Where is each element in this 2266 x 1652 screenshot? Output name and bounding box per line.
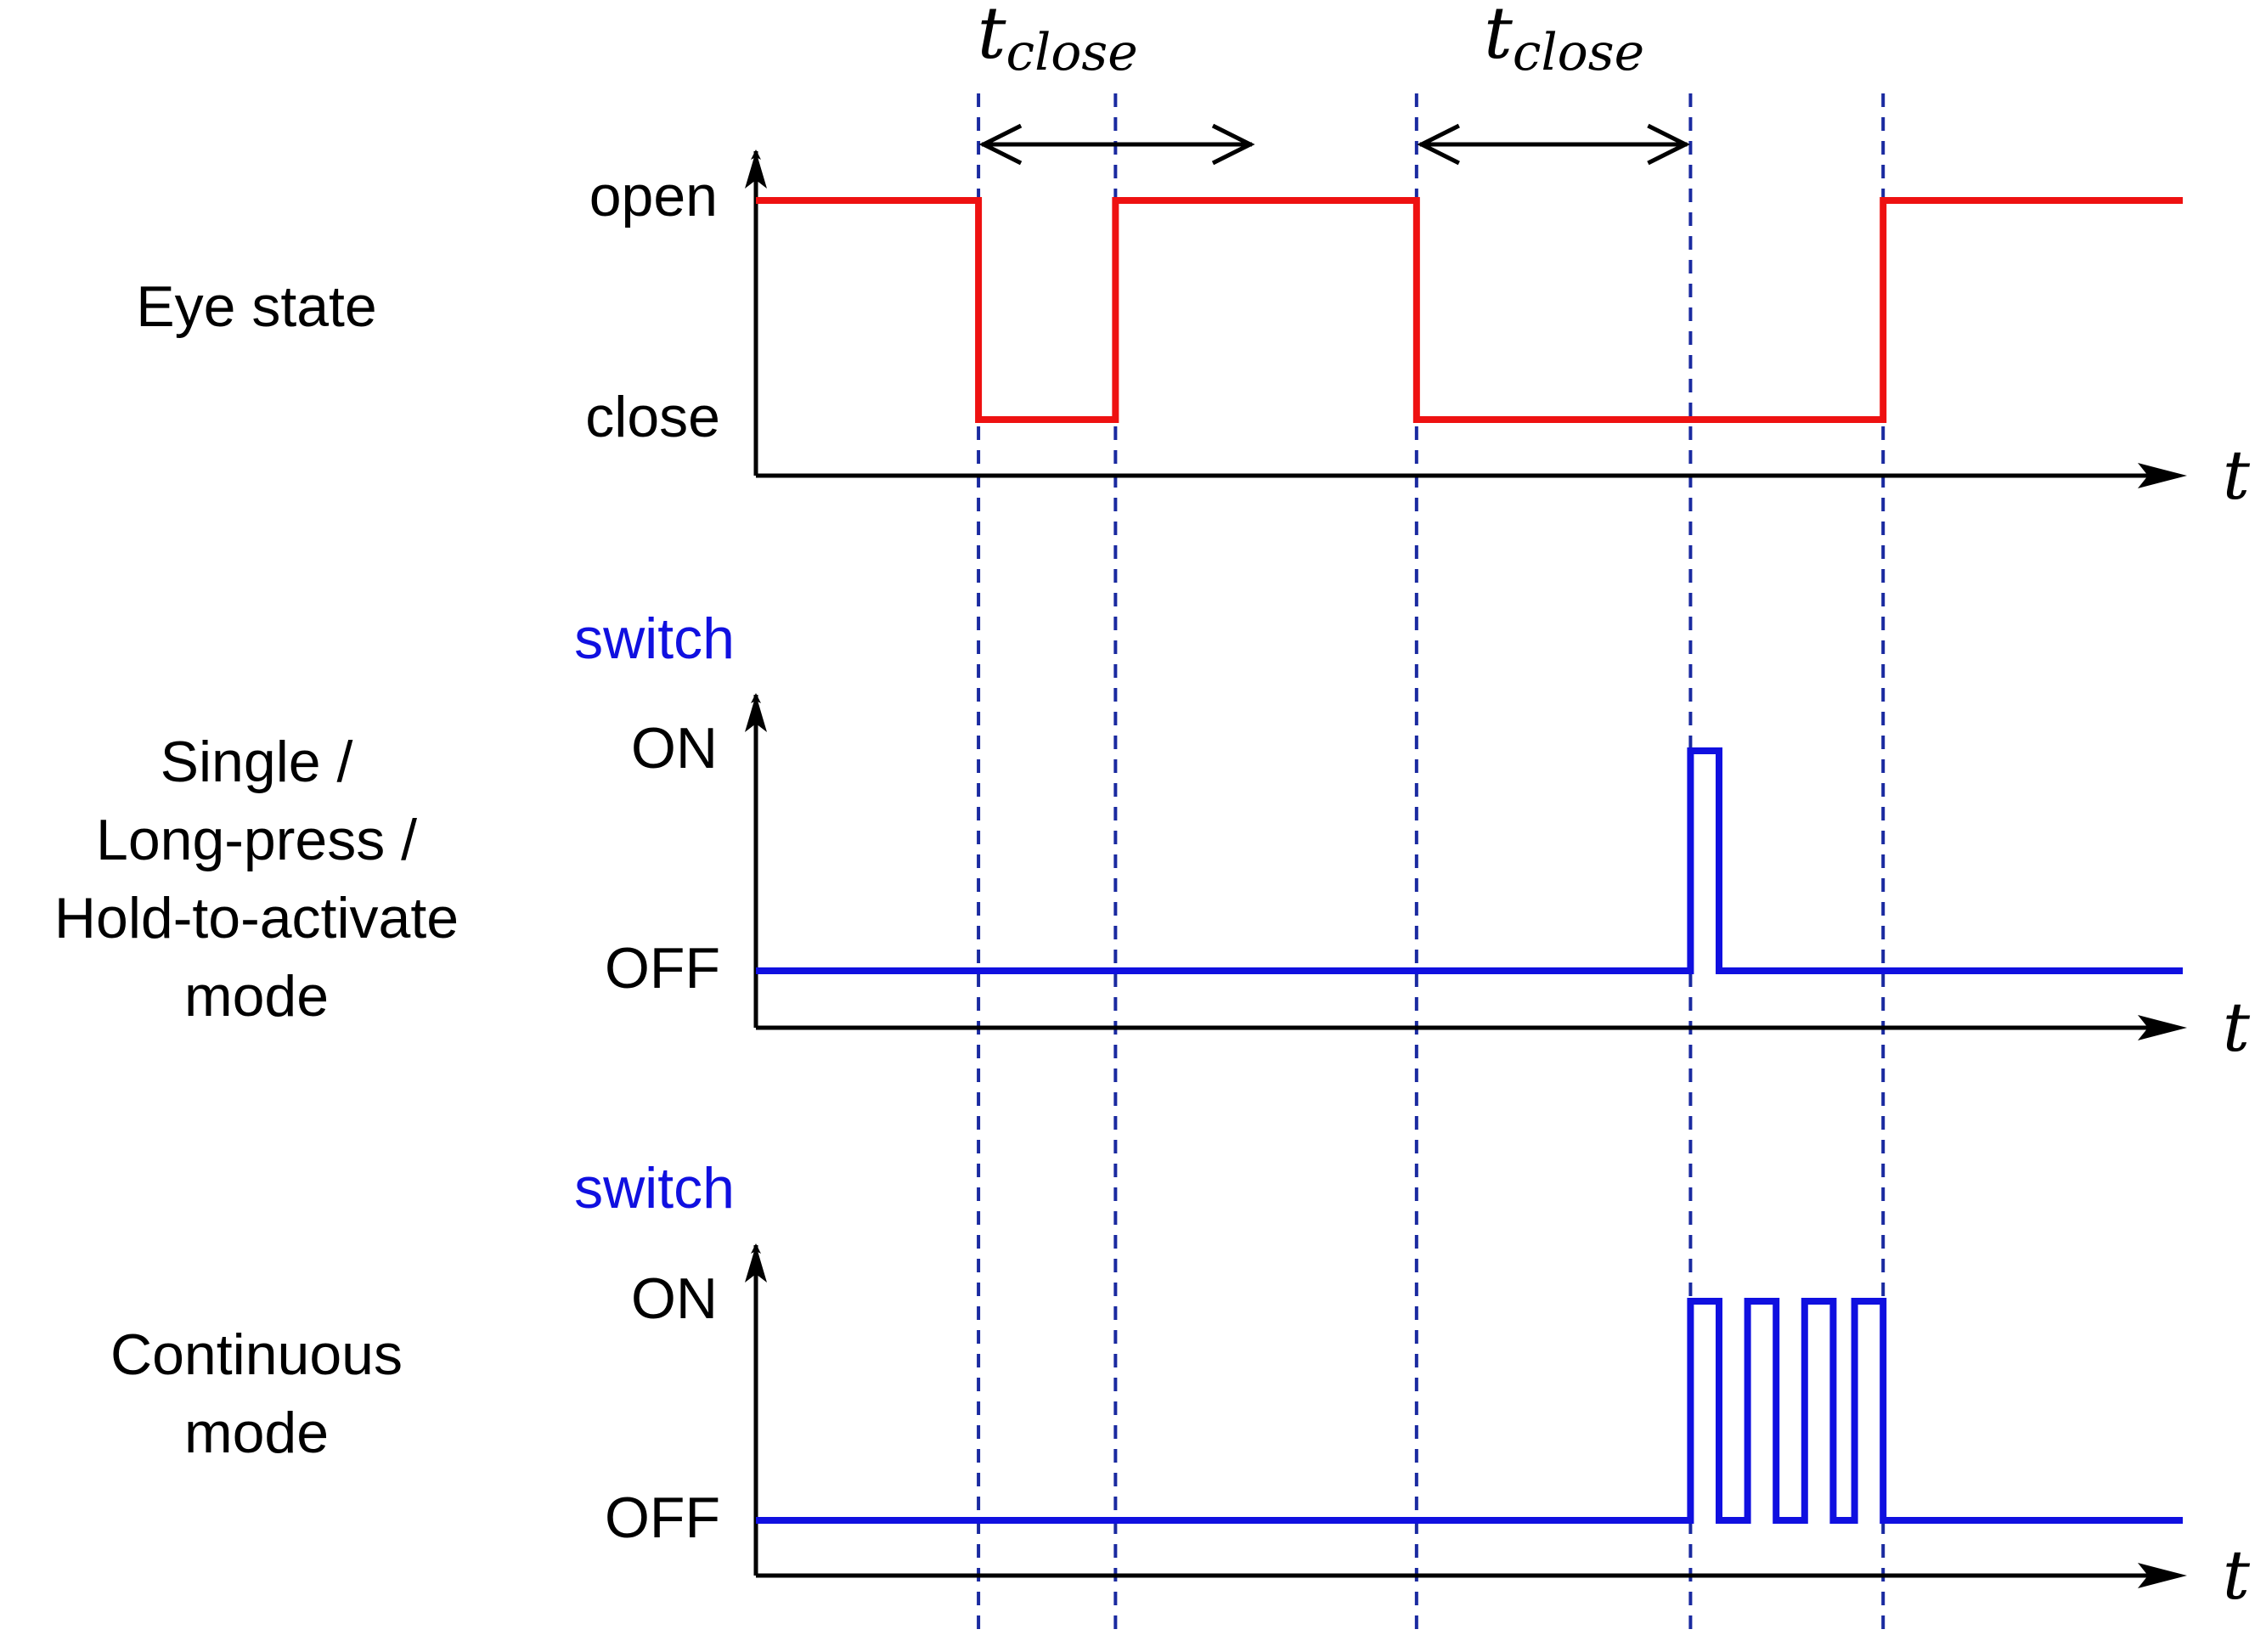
row-label-line: Single / [161, 730, 353, 794]
row-label-line: mode [184, 964, 329, 1029]
high-level-label: ON [631, 716, 718, 781]
interval-label-subscript: close [1513, 23, 1644, 82]
interval-arrowhead-left [1417, 123, 1460, 166]
high-level-label: ON [631, 1266, 718, 1331]
low-level-label: OFF [605, 1486, 720, 1550]
time-axis-label: t [2223, 436, 2251, 515]
interval-arrowhead-right [1211, 123, 1255, 166]
interval-arrowhead-right [1647, 123, 1690, 166]
interval-label-t: t [978, 0, 1006, 75]
time-axis-label: t [2223, 988, 2251, 1067]
interval-label-subscript: close [1006, 23, 1137, 82]
time-axis-label: t [2223, 1536, 2251, 1615]
panel-eye: Eye state open close t [136, 149, 2251, 515]
vertical-axis-arrowhead [745, 1245, 767, 1283]
time-axis-arrowhead [2138, 463, 2187, 488]
low-level-label: OFF [605, 936, 720, 1001]
signal-trace-single [756, 747, 2183, 974]
interval-label-t: t [1484, 0, 1513, 75]
interval-label: tclose [978, 0, 1138, 82]
time-axis-arrowhead [2138, 1015, 2187, 1040]
high-level-label: open [589, 164, 718, 228]
time-axis-arrowhead [2138, 1563, 2187, 1588]
interval-arrowhead-left [978, 123, 1023, 166]
interval-label: tclose [1484, 0, 1644, 82]
signal-trace-eye [756, 197, 2183, 423]
signal-trace-continuous [756, 1298, 2183, 1524]
row-label-line: Long-press / [96, 808, 417, 872]
y-axis-label: switch [574, 606, 735, 671]
y-axis-label: switch [574, 1156, 735, 1221]
vertical-axis-arrowhead [745, 151, 767, 189]
row-label-line: Eye state [136, 274, 377, 339]
row-label-line: Hold-to-activate [54, 886, 459, 950]
low-level-label: close [585, 385, 720, 449]
vertical-axis-arrowhead [745, 695, 767, 732]
row-label-line: mode [184, 1401, 329, 1465]
interval-tclose-2: tclose [1417, 0, 1690, 166]
interval-tclose-1: tclose [978, 0, 1255, 166]
row-label-line: Continuous [110, 1322, 403, 1387]
panel-single: Single / Long-press / Hold-to-activate mode… [54, 606, 2251, 1067]
